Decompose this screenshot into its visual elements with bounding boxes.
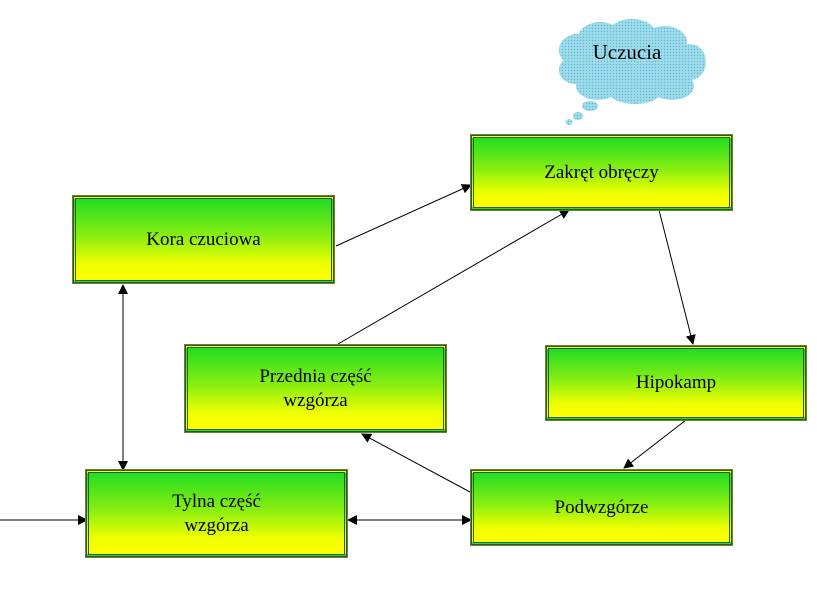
node-tylna-czesc-wzgorza: Tylna część wzgórza: [85, 469, 348, 558]
node-podwzgorze-label: Podwzgórze: [554, 496, 649, 518]
arrow-zakret-to-hipokamp: [658, 209, 696, 345]
arrow-kora-to-zakret: [335, 184, 472, 247]
arrow-hipokamp-to-podwzgorze: [623, 419, 687, 469]
cloud-label: Uczucia: [592, 40, 662, 64]
node-hipokamp-label: Hipokamp: [635, 372, 717, 393]
thought-cloud: [559, 19, 706, 125]
node-zakret-obreczy: Zakręt obręczy: [470, 134, 733, 211]
node-przednia-czesc-wzgorza: Przednia część wzgórza: [184, 344, 447, 433]
arrow-przednia-to-zakret: [337, 209, 570, 345]
node-zakret-obreczy-label: Zakręt obręczy: [544, 161, 659, 183]
node-kora-czuciowa: Kora czuciowa: [72, 195, 335, 284]
node-podwzgorze: Podwzgórze: [470, 469, 733, 546]
node-hipokamp: Hipokamp: [545, 345, 807, 421]
node-kora-czuciowa-label: Kora czuciowa: [146, 228, 261, 250]
arrow-podwzgorze-to-przednia: [361, 433, 471, 493]
node-tylna-czesc-wzgorza-label: Tylna część wzgórza: [172, 490, 261, 536]
node-przednia-czesc-wzgorza-label: Przednia część wzgórza: [259, 365, 372, 411]
